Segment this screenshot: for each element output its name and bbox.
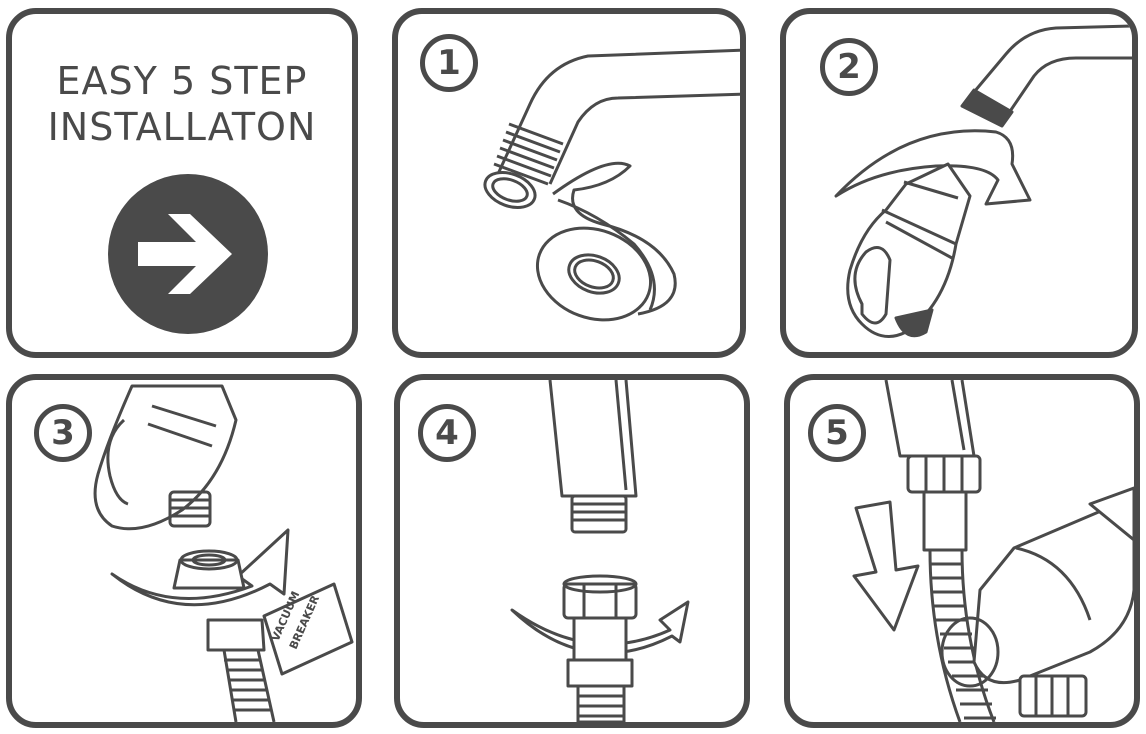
step-4-panel: 4 bbox=[394, 374, 750, 728]
attach-hose-illustration bbox=[510, 380, 690, 722]
step-2-panel: 2 bbox=[780, 8, 1138, 358]
step-badge-4: 4 bbox=[418, 404, 476, 462]
step-badge-3: 3 bbox=[34, 404, 92, 462]
step-badge-2: 2 bbox=[820, 38, 878, 96]
attach-handheld-illustration bbox=[852, 380, 1134, 722]
step-1-panel: 1 bbox=[392, 8, 746, 358]
shower-arm-with-tape-illustration bbox=[483, 48, 740, 322]
next-circle bbox=[108, 174, 268, 334]
step-3-panel: VACUUM BREAKER 3 bbox=[6, 374, 362, 728]
arrow-right-icon bbox=[138, 214, 232, 294]
installation-title: EASY 5 STEP INSTALLATON bbox=[12, 58, 352, 150]
attach-vacuum-breaker-illustration: VACUUM BREAKER bbox=[93, 384, 354, 722]
title-line-1: EASY 5 STEP bbox=[56, 59, 308, 103]
step-badge-1: 1 bbox=[420, 34, 478, 92]
step-5-panel: 5 bbox=[784, 374, 1140, 728]
attach-holder-illustration bbox=[834, 24, 1132, 338]
intro-panel: EASY 5 STEP INSTALLATON bbox=[6, 8, 358, 358]
title-line-2: INSTALLATON bbox=[47, 105, 317, 149]
step-badge-5: 5 bbox=[808, 404, 866, 462]
